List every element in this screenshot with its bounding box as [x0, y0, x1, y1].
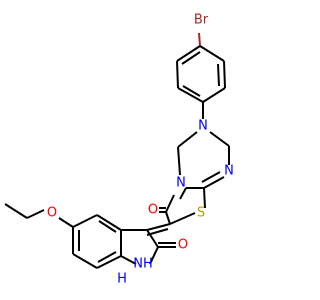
ring-bond: [176, 60, 179, 89]
ring-bond: [223, 60, 226, 89]
oxygen-label: O: [47, 206, 57, 221]
structure-canvas: Br N N N S O O O NH H: [4, 13, 234, 287]
nitrogen-label: N: [176, 176, 186, 191]
ring-bond: [169, 212, 196, 225]
exocyclic-bond: [146, 223, 171, 231]
ring-bond: [149, 246, 159, 265]
chemical-structure-diagram: Br N N N S O O O NH H: [4, 13, 234, 287]
nitrogen-label: N: [198, 119, 208, 134]
nh-label: NH: [133, 257, 153, 272]
nitrogen-label: N: [224, 164, 234, 179]
ring-bond: [179, 187, 187, 200]
ethoxy-group: [4, 203, 74, 228]
imine-double-bond: [201, 171, 221, 183]
aromatic-inner-bond: [98, 220, 117, 233]
ring-bond: [177, 131, 198, 148]
thiazole-ring: [165, 187, 206, 225]
bromine-label: Br: [194, 13, 209, 28]
indolinone-system: [72, 214, 176, 269]
triazine-ring: [177, 131, 230, 189]
ring-bond: [203, 176, 225, 189]
ring-bond: [146, 229, 159, 248]
oxygen-label: O: [148, 203, 158, 218]
ring-bond: [120, 255, 137, 265]
aromatic-inner-bond: [97, 251, 117, 263]
ring-bond: [209, 131, 230, 147]
aromatic-inner-bond: [181, 51, 201, 65]
aromatic-inner-bond: [217, 63, 220, 87]
ring-bond: [177, 87, 204, 103]
aryl-o-bond: [58, 217, 74, 228]
benzo-ring-bond: [96, 214, 122, 231]
ring-bond: [202, 87, 226, 103]
ring-bond: [199, 45, 225, 62]
ring-bond: [203, 187, 206, 209]
oxygen-label: O: [178, 238, 188, 253]
ring-bond: [176, 45, 201, 62]
benzo-ring-bond: [72, 253, 98, 269]
hydrogen-label: H: [117, 272, 127, 287]
aromatic-inner-bond: [182, 85, 201, 97]
sulfur-label: S: [197, 206, 205, 221]
ring-bond: [177, 146, 181, 176]
bromophenyl-ring: [176, 32, 226, 103]
c-br-bond: [198, 32, 201, 47]
benzo-ring-bond: [72, 214, 98, 228]
benzo-ring-bond: [96, 255, 122, 269]
o-ethyl-bond: [26, 209, 45, 219]
ring-bond: [165, 211, 171, 225]
ethyl-bond: [4, 203, 28, 219]
ring-bond: [165, 194, 175, 213]
